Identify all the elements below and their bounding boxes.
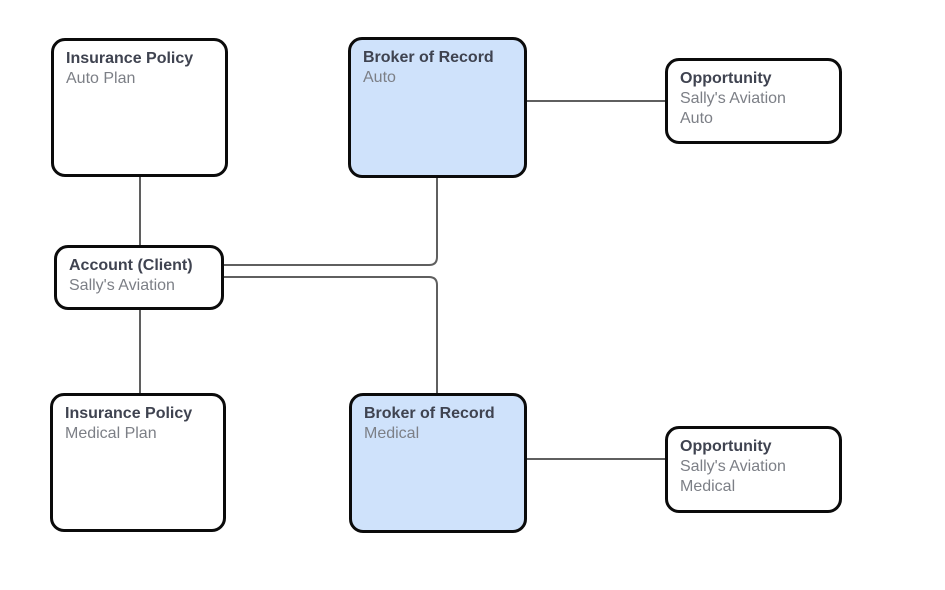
node-subtitle: Sally's Aviation Medical bbox=[680, 458, 786, 495]
node-subtitle: Medical Plan bbox=[65, 425, 157, 442]
node-title: Broker of Record bbox=[364, 405, 495, 422]
node-broker-of-record-medical[interactable]: Broker of Record Medical bbox=[349, 393, 527, 533]
node-insurance-policy-auto[interactable]: Insurance Policy Auto Plan bbox=[51, 38, 228, 177]
node-title: Insurance Policy bbox=[66, 50, 194, 67]
node-title: Opportunity bbox=[680, 438, 772, 455]
node-insurance-policy-medical[interactable]: Insurance Policy Medical Plan bbox=[50, 393, 226, 532]
node-subtitle: Sally's Aviation bbox=[69, 277, 175, 294]
node-subtitle: Auto Plan bbox=[66, 70, 136, 87]
node-opportunity-medical[interactable]: Opportunity Sally's Aviation Medical bbox=[665, 426, 842, 513]
node-title: Account (Client) bbox=[69, 257, 193, 274]
node-broker-of-record-auto[interactable]: Broker of Record Auto bbox=[348, 37, 527, 178]
node-opportunity-auto[interactable]: Opportunity Sally's Aviation Auto bbox=[665, 58, 842, 144]
node-subtitle: Sally's Aviation Auto bbox=[680, 90, 786, 127]
node-account-client[interactable]: Account (Client) Sally's Aviation bbox=[54, 245, 224, 310]
node-title: Insurance Policy bbox=[65, 405, 193, 422]
node-subtitle: Auto bbox=[363, 69, 396, 86]
node-subtitle: Medical bbox=[364, 425, 420, 442]
connector-account-to-broker-medical bbox=[224, 276, 438, 393]
connector-broker-auto-to-account bbox=[224, 178, 438, 266]
node-title: Broker of Record bbox=[363, 49, 494, 66]
node-title: Opportunity bbox=[680, 70, 772, 87]
